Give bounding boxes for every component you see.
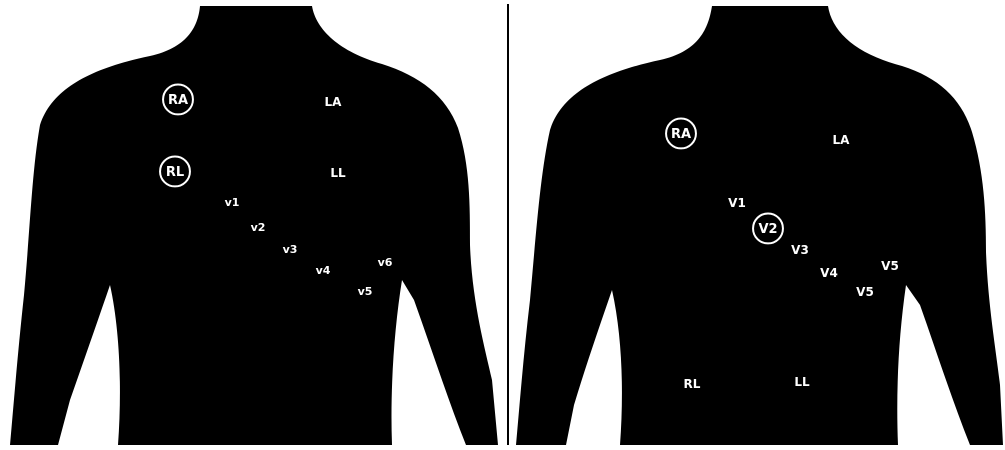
electrode-v1-left: v1 <box>225 196 240 209</box>
electrode-v2-left: v2 <box>251 221 266 234</box>
electrode-label: V5 <box>881 259 899 273</box>
electrode-label: LL <box>794 375 810 389</box>
electrode-label: V3 <box>791 243 809 257</box>
electrode-label: V2 <box>758 222 777 237</box>
electrode-label: RL <box>166 165 184 180</box>
electrode-label: RA <box>168 93 188 108</box>
electrode-label: RL <box>684 377 701 391</box>
electrode-label: LL <box>330 166 346 180</box>
electrode-label: V5 <box>856 285 874 299</box>
electrode-label: V1 <box>728 196 746 210</box>
electrode-la-right: LA <box>833 133 851 147</box>
electrode-label: LA <box>325 95 343 109</box>
electrode-la-left: LA <box>325 95 343 109</box>
electrode-v5b-right: V5 <box>881 259 899 273</box>
electrode-v1-right: V1 <box>728 196 746 210</box>
electrode-label: RA <box>671 127 691 142</box>
electrode-v5-left: v5 <box>358 285 373 298</box>
electrode-label: v5 <box>358 285 373 298</box>
electrode-label: v2 <box>251 221 266 234</box>
electrode-rl-right: RL <box>684 377 701 391</box>
electrode-v4-left: v4 <box>316 264 331 277</box>
electrode-label: V4 <box>820 266 838 280</box>
electrode-label: LA <box>833 133 851 147</box>
electrode-label: v1 <box>225 196 240 209</box>
electrode-v4-right: V4 <box>820 266 838 280</box>
electrode-v3-right: V3 <box>791 243 809 257</box>
electrode-label: v3 <box>283 243 298 256</box>
electrode-v3-left: v3 <box>283 243 298 256</box>
electrode-ll-right: LL <box>794 375 810 389</box>
electrode-ll-left: LL <box>330 166 346 180</box>
electrode-v6-left: v6 <box>378 256 393 269</box>
electrode-label: v6 <box>378 256 393 269</box>
electrode-v5-right: V5 <box>856 285 874 299</box>
electrode-label: v4 <box>316 264 331 277</box>
